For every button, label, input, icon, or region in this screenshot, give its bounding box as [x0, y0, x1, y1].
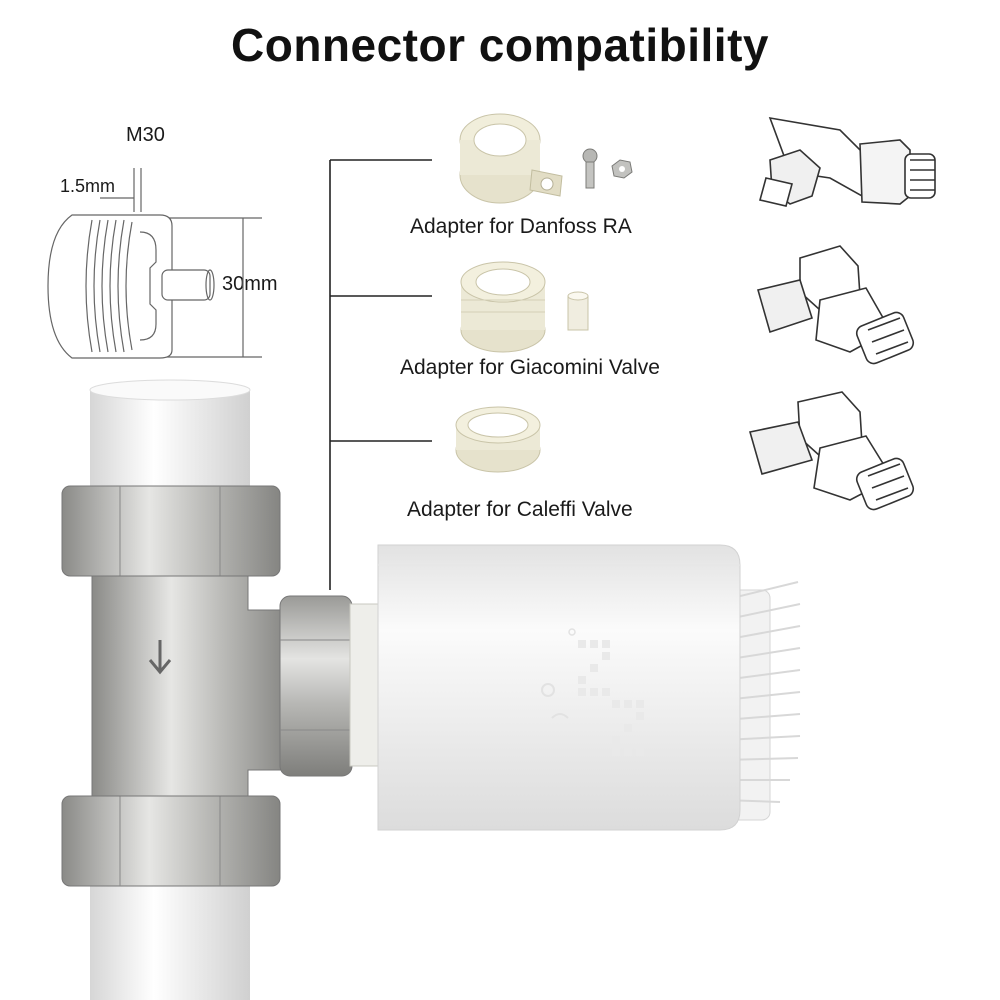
caleffi-valve-drawing [748, 391, 915, 511]
giacomini-adapter-image [460, 261, 589, 353]
adapter-giacomini-label: Adapter for Giacomini Valve [400, 356, 660, 379]
thread-pitch-label: 1.5mm [60, 176, 116, 196]
danfoss-valve-drawing [759, 116, 936, 207]
valve-body [61, 379, 381, 1000]
thread-size-label: M30 [126, 124, 165, 146]
bracket-lines [329, 159, 432, 590]
thermostat-device [377, 544, 801, 831]
wifi-icon [551, 713, 569, 719]
depth-label: 30mm [222, 273, 278, 295]
danfoss-adapter-image [459, 113, 633, 204]
display-digits [578, 640, 644, 756]
adapter-danfoss-label: Adapter for Danfoss RA [410, 215, 632, 238]
m30-thread-drawing [47, 168, 262, 359]
clock-icon [541, 683, 555, 697]
giacomini-valve-drawing [757, 245, 915, 365]
caleffi-adapter-image [455, 406, 541, 473]
adapter-caleffi-label: Adapter for Caleffi Valve [407, 498, 633, 521]
page-title: Connector compatibility [231, 19, 769, 71]
